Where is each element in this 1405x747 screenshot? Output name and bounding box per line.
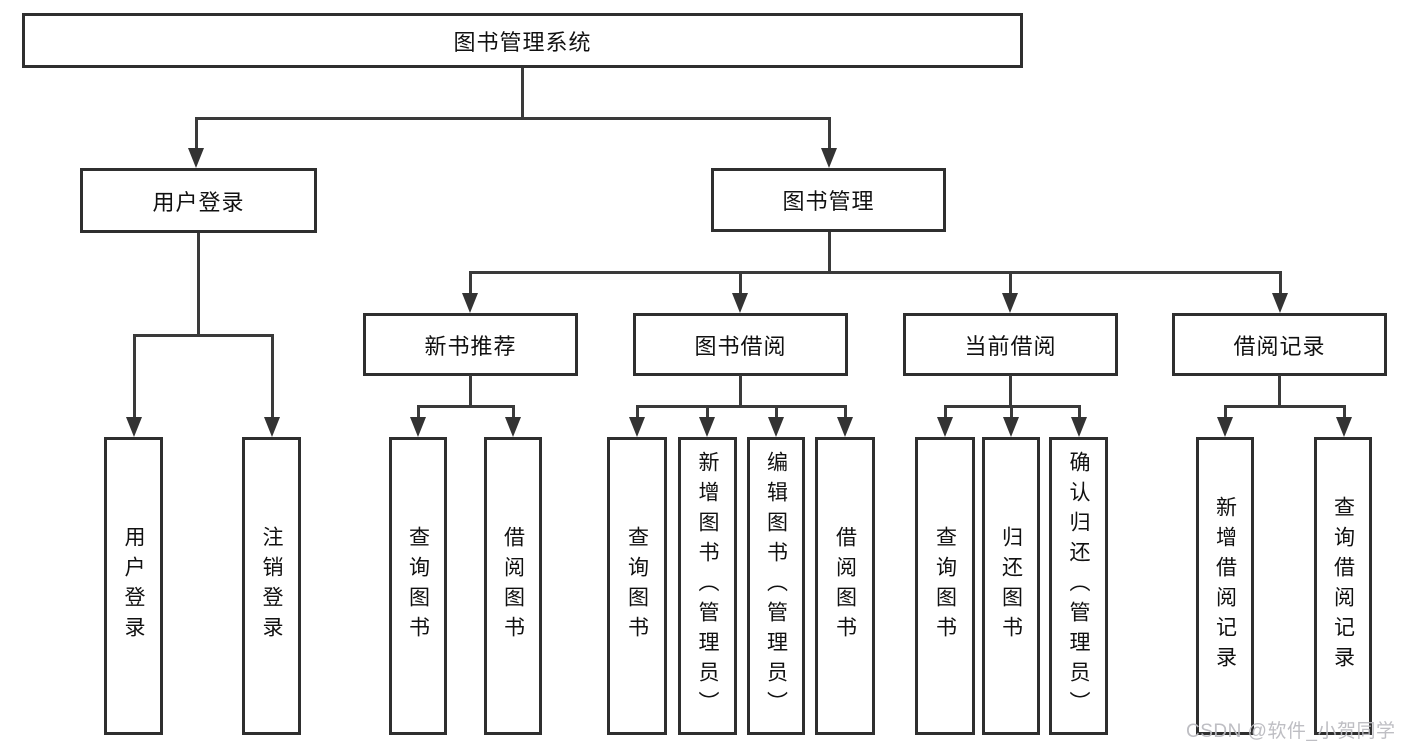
leaf-query-books-current: 查询图书 (915, 437, 975, 735)
connector-line (512, 405, 515, 419)
arrowhead-down-icon (699, 417, 715, 437)
node-current-borrowing: 当前借阅 (903, 313, 1118, 376)
node-library-management-system: 图书管理系统 (22, 13, 1023, 68)
connector-line (1278, 375, 1281, 406)
connector-line (828, 117, 831, 150)
connector-line (469, 271, 472, 295)
arrowhead-down-icon (188, 148, 204, 168)
connector-line (844, 405, 847, 419)
arrowhead-down-icon (821, 148, 837, 168)
arrowhead-down-icon (1002, 293, 1018, 313)
arrowhead-down-icon (462, 293, 478, 313)
connector-line (828, 232, 831, 273)
connector-line (1279, 271, 1282, 295)
connector-line (469, 271, 1282, 274)
connector-line (133, 334, 274, 337)
connector-line (133, 334, 136, 419)
arrowhead-down-icon (732, 293, 748, 313)
connector-line (1224, 405, 1227, 419)
connector-line (636, 405, 639, 419)
arrowhead-down-icon (629, 417, 645, 437)
connector-line (469, 375, 472, 406)
arrowhead-down-icon (1071, 417, 1087, 437)
connector-line (739, 271, 742, 295)
connector-line (197, 233, 200, 336)
arrowhead-down-icon (505, 417, 521, 437)
node-user-login: 用户登录 (80, 168, 317, 233)
connector-line (521, 68, 524, 119)
csdn-watermark: CSDN @软件_小贺同学 (1186, 721, 1396, 742)
connector-line (706, 405, 709, 419)
node-borrowing-records: 借阅记录 (1172, 313, 1387, 376)
arrowhead-down-icon (1003, 417, 1019, 437)
arrowhead-down-icon (1272, 293, 1288, 313)
arrowhead-down-icon (1217, 417, 1233, 437)
arrowhead-down-icon (937, 417, 953, 437)
node-book-borrowing: 图书借阅 (633, 313, 848, 376)
arrowhead-down-icon (264, 417, 280, 437)
connector-line (417, 405, 420, 419)
arrowhead-down-icon (837, 417, 853, 437)
arrowhead-down-icon (410, 417, 426, 437)
arrowhead-down-icon (126, 417, 142, 437)
node-new-book-recommendation: 新书推荐 (363, 313, 578, 376)
leaf-confirm-return-admin: 确认归还（管理员） (1049, 437, 1108, 735)
leaf-query-borrow-record: 查询借阅记录 (1314, 437, 1372, 735)
node-book-management: 图书管理 (711, 168, 946, 232)
connector-line (1224, 405, 1346, 408)
leaf-borrow-books: 借阅图书 (815, 437, 875, 735)
leaf-logout: 注销登录 (242, 437, 301, 735)
connector-line (944, 405, 947, 419)
connector-line (417, 405, 515, 408)
connector-line (195, 117, 198, 150)
connector-line (1009, 271, 1012, 295)
connector-line (739, 375, 742, 406)
leaf-query-books-borrow: 查询图书 (607, 437, 667, 735)
connector-line (1009, 375, 1012, 406)
connector-line (636, 405, 847, 408)
connector-line (195, 117, 831, 120)
connector-line (1078, 405, 1081, 419)
leaf-query-books-recommend: 查询图书 (389, 437, 447, 735)
leaf-edit-books-admin: 编辑图书（管理员） (747, 437, 805, 735)
connector-line (1010, 405, 1013, 419)
connector-line (775, 405, 778, 419)
leaf-borrow-books-recommend: 借阅图书 (484, 437, 542, 735)
leaf-add-borrow-record: 新增借阅记录 (1196, 437, 1254, 735)
arrowhead-down-icon (768, 417, 784, 437)
connector-line (1343, 405, 1346, 419)
arrowhead-down-icon (1336, 417, 1352, 437)
leaf-return-books: 归还图书 (982, 437, 1040, 735)
connector-line (271, 334, 274, 419)
leaf-user-login: 用户登录 (104, 437, 163, 735)
leaf-add-books-admin: 新增图书（管理员） (678, 437, 737, 735)
